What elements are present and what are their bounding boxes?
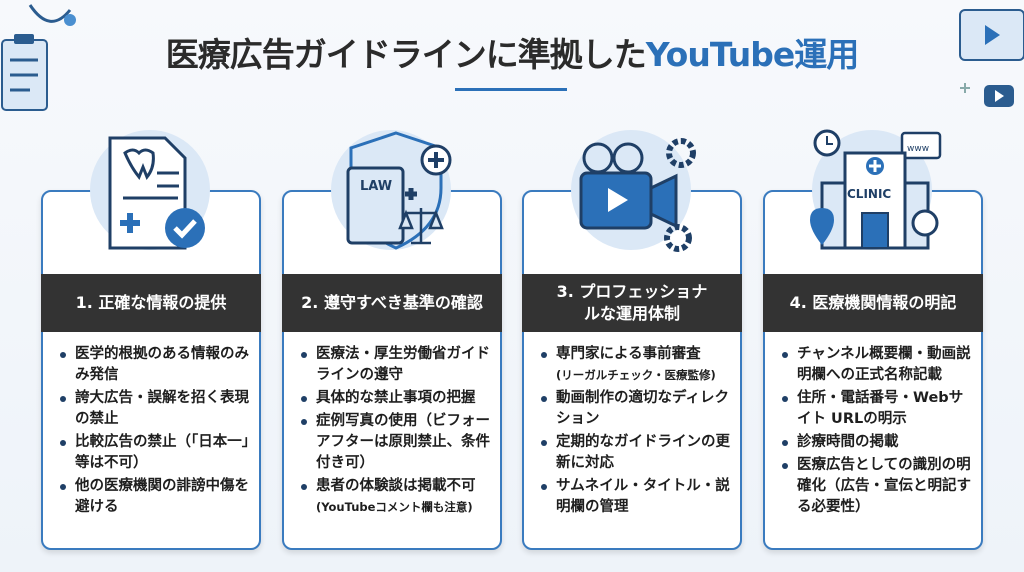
card-operation: 3. プロフェッショナルな運用体制 専門家による事前審査(リーガルチェック・医療… — [522, 190, 742, 550]
list-item: 医学的根拠のある情報のみみ発信 — [57, 344, 251, 386]
document-tooth-check-icon — [108, 136, 205, 250]
card-standards: 2. 遵守すべき基準の確認 医療法・厚生労働省ガイドラインの遵守 具体的な禁止事… — [282, 190, 502, 550]
title-underline — [455, 88, 567, 91]
card-clinic-info: 4. 医療機関情報の明記 チャンネル概要欄・動画説明欄への正式名称記載 住所・電… — [763, 190, 983, 550]
card-list: 医療法・厚生労働省ガイドラインの遵守 具体的な禁止事項の把握 症例写真の使用（ビ… — [298, 344, 492, 520]
card-list: 医学的根拠のある情報のみみ発信 誇大広告・誤解を招く表現の禁止 比較広告の禁止（… — [57, 344, 251, 520]
list-item: 医療法・厚生労働省ガイドラインの遵守 — [298, 344, 492, 386]
card-heading: 1. 正確な情報の提供 — [41, 274, 261, 332]
card-heading: 4. 医療機関情報の明記 — [763, 274, 983, 332]
list-item: サムネイル・タイトル・説明欄の管理 — [538, 476, 732, 518]
clinic-building-icon: www CLINIC — [810, 129, 942, 250]
list-item: 具体的な禁止事項の把握 — [298, 388, 492, 409]
list-item: 患者の体験談は掲載不可(YouTubeコメント欄も注意) — [298, 476, 492, 518]
card-heading: 2. 遵守すべき基準の確認 — [282, 274, 502, 332]
clipboard-stethoscope-icon — [1, 4, 76, 111]
list-item: チャンネル概要欄・動画説明欄への正式名称記載 — [779, 344, 973, 386]
list-item: 定期的なガイドラインの更新に対応 — [538, 432, 732, 474]
video-camera-gears-icon — [579, 138, 696, 252]
card-list: チャンネル概要欄・動画説明欄への正式名称記載 住所・電話番号・Webサイト UR… — [779, 344, 973, 520]
svg-text:CLINIC: CLINIC — [847, 187, 891, 201]
list-item: 動画制作の適切なディレクション — [538, 388, 732, 430]
list-item: 診療時間の掲載 — [779, 432, 973, 453]
svg-text:www: www — [907, 144, 929, 154]
list-item: 誇大広告・誤解を招く表現の禁止 — [57, 388, 251, 430]
card-accurate-info: 1. 正確な情報の提供 医学的根拠のある情報のみみ発信 誇大広告・誤解を招く表現… — [41, 190, 261, 550]
page-title: 医療広告ガイドラインに準拠したYouTube運用 — [165, 35, 859, 74]
video-player-icon — [959, 9, 1024, 107]
card-list: 専門家による事前審査(リーガルチェック・医療監修) 動画制作の適切なディレクショ… — [538, 344, 732, 520]
list-item: 症例写真の使用（ビフォーアフターは原則禁止、条件付き可） — [298, 411, 492, 474]
list-item: 比較広告の禁止（「日本一」等は不可） — [57, 432, 251, 474]
law-book-shield-icon: LAW — [346, 131, 452, 250]
list-item: 住所・電話番号・Webサイト URLの明示 — [779, 388, 973, 430]
list-item: 他の医療機関の誹謗中傷を避ける — [57, 476, 251, 518]
svg-text:LAW: LAW — [360, 179, 392, 194]
list-item: 医療広告としての識別の明確化（広告・宣伝と明記する必要性） — [779, 455, 973, 518]
list-item: 専門家による事前審査(リーガルチェック・医療監修) — [538, 344, 732, 386]
card-heading: 3. プロフェッショナルな運用体制 — [522, 274, 742, 332]
